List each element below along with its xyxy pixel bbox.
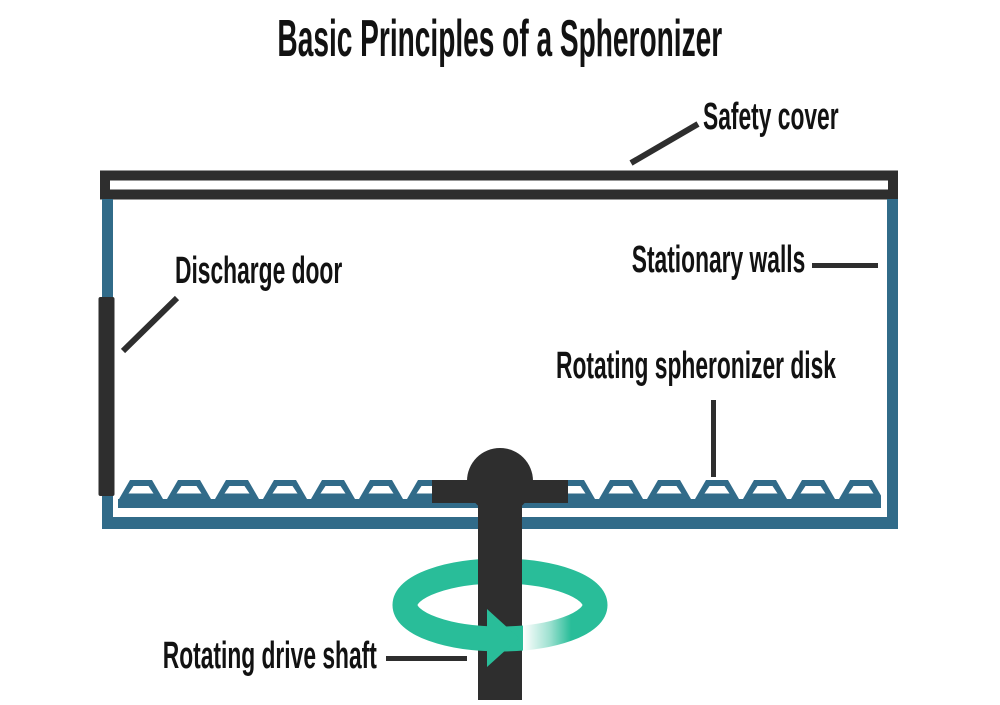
label-stationary-walls: Stationary walls bbox=[516, 239, 805, 282]
safety-cover-pointer-line bbox=[629, 121, 700, 166]
drive-shaft bbox=[478, 480, 522, 700]
drive-shaft-pointer-line bbox=[386, 656, 467, 661]
label-stationary-walls-text: Stationary walls bbox=[631, 239, 805, 281]
label-discharge-door: Discharge door bbox=[175, 250, 454, 293]
label-rotating-disk: Rotating spheronizer disk bbox=[556, 345, 1000, 388]
page-title: Basic Principles of a Spheronizer bbox=[0, 10, 1000, 68]
label-rotating-disk-text: Rotating spheronizer disk bbox=[556, 345, 836, 387]
discharge-door-pointer-line bbox=[120, 295, 180, 354]
safety-cover-bar bbox=[100, 170, 898, 200]
label-drive-shaft: Rotating drive shaft bbox=[20, 635, 377, 678]
label-safety-cover-text: Safety cover bbox=[703, 96, 839, 138]
discharge-door bbox=[98, 297, 115, 496]
rotating-disk-pointer-line bbox=[711, 400, 716, 477]
label-drive-shaft-text: Rotating drive shaft bbox=[162, 635, 377, 677]
rotation-ring-fade bbox=[523, 612, 571, 659]
stationary-walls-pointer-line bbox=[812, 263, 878, 268]
label-safety-cover: Safety cover bbox=[703, 96, 929, 139]
right-wall bbox=[887, 199, 898, 529]
page-title-text: Basic Principles of a Spheronizer bbox=[277, 10, 723, 68]
label-discharge-door-text: Discharge door bbox=[175, 250, 343, 292]
rotation-arrowhead-icon bbox=[487, 609, 519, 667]
